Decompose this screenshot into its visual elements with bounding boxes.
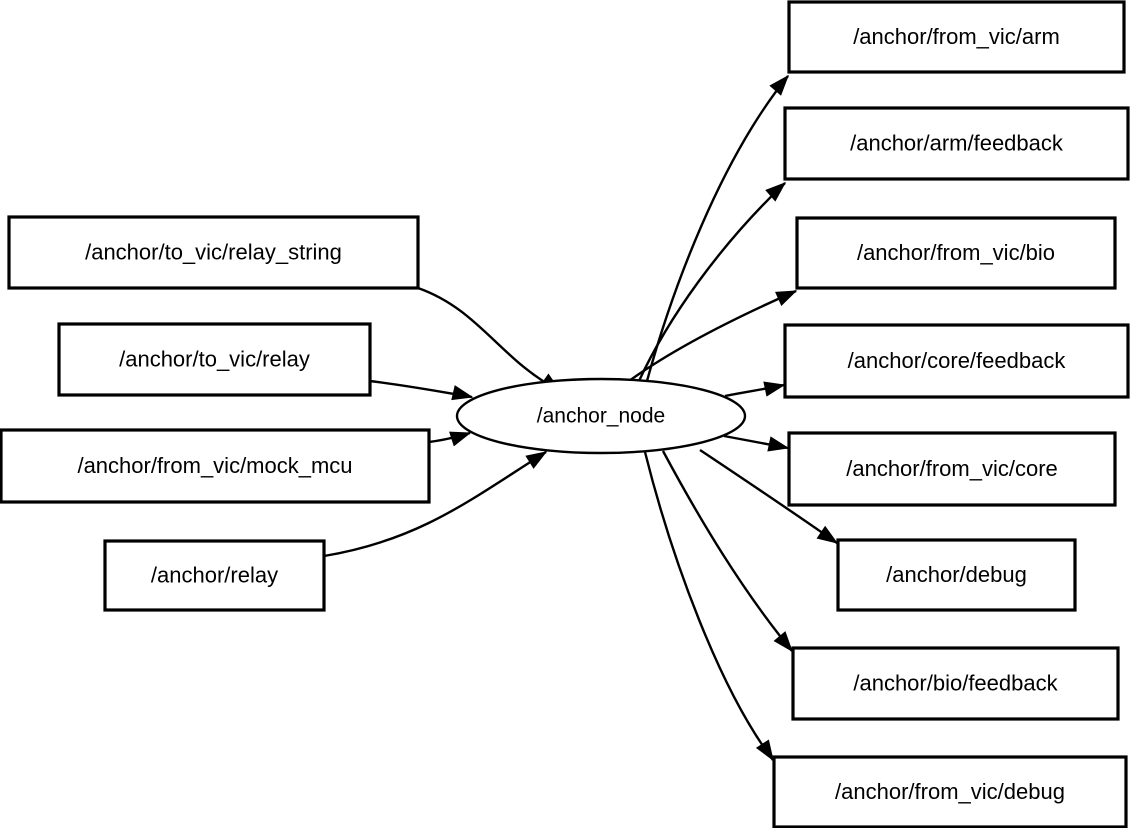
edge-center-to-bio-feedback bbox=[661, 450, 793, 652]
node-from-vic-debug[interactable]: /anchor/from_vic/debug bbox=[772, 755, 1128, 828]
edges-layer bbox=[323, 74, 839, 762]
node-box-bio-feedback[interactable] bbox=[791, 646, 1120, 721]
node-label-anchor-node: /anchor_node bbox=[537, 405, 665, 428]
node-to-vic-relay[interactable]: /anchor/to_vic/relay bbox=[57, 322, 372, 397]
node-label-from-vic-mock-mcu: /anchor/from_vic/mock_mcu bbox=[77, 453, 352, 478]
edge-center-to-from-vic-bio-arrowhead bbox=[775, 290, 798, 306]
edge-center-to-debug bbox=[699, 449, 838, 544]
node-from-vic-mock-mcu[interactable]: /anchor/from_vic/mock_mcu bbox=[0, 428, 431, 504]
edge-relay-to-center bbox=[323, 450, 547, 558]
edge-center-to-from-vic-debug-arrowhead bbox=[755, 739, 774, 762]
edge-center-to-bio-feedback-arrowhead bbox=[773, 631, 793, 653]
node-box-from-vic-debug[interactable] bbox=[772, 755, 1128, 828]
edge-center-to-from-vic-debug bbox=[643, 451, 774, 761]
node-box-core-feedback[interactable] bbox=[783, 323, 1130, 399]
node-debug[interactable]: /anchor/debug bbox=[836, 538, 1077, 612]
node-label-bio-feedback: /anchor/bio/feedback bbox=[853, 670, 1058, 695]
node-label-relay: /anchor/relay bbox=[151, 562, 278, 587]
node-box-to-vic-relay-string[interactable] bbox=[7, 215, 420, 290]
node-box-arm-feedback[interactable] bbox=[783, 106, 1130, 181]
edge-from-vic-mock-mcu-to-center-arrowhead bbox=[449, 431, 472, 447]
edge-center-to-arm-feedback bbox=[637, 182, 786, 382]
node-label-arm-feedback: /anchor/arm/feedback bbox=[850, 130, 1064, 155]
node-ellipse-anchor-node[interactable] bbox=[455, 377, 747, 455]
edge-center-to-from-vic-arm bbox=[645, 75, 789, 382]
node-box-debug[interactable] bbox=[836, 538, 1077, 612]
edge-center-to-core-feedback-arrowhead bbox=[763, 381, 786, 397]
node-label-from-vic-core: /anchor/from_vic/core bbox=[846, 456, 1058, 481]
node-from-vic-arm[interactable]: /anchor/from_vic/arm bbox=[787, 0, 1126, 74]
edge-center-to-from-vic-bio bbox=[628, 289, 797, 382]
edge-center-to-from-vic-core-arrowhead bbox=[767, 436, 790, 452]
node-box-to-vic-relay[interactable] bbox=[57, 322, 372, 397]
node-box-relay[interactable] bbox=[103, 539, 326, 612]
node-label-from-vic-debug: /anchor/from_vic/debug bbox=[835, 779, 1065, 804]
node-label-to-vic-relay-string: /anchor/to_vic/relay_string bbox=[85, 239, 342, 264]
edge-center-to-arm-feedback-arrowhead bbox=[765, 182, 787, 202]
node-label-to-vic-relay: /anchor/to_vic/relay bbox=[119, 346, 310, 371]
node-arm-feedback[interactable]: /anchor/arm/feedback bbox=[783, 106, 1130, 181]
node-core-feedback[interactable]: /anchor/core/feedback bbox=[783, 323, 1130, 399]
node-from-vic-core[interactable]: /anchor/from_vic/core bbox=[787, 431, 1117, 507]
node-label-core-feedback: /anchor/core/feedback bbox=[848, 348, 1067, 373]
node-from-vic-bio[interactable]: /anchor/from_vic/bio bbox=[795, 216, 1117, 290]
node-box-from-vic-bio[interactable] bbox=[795, 216, 1117, 290]
node-box-from-vic-core[interactable] bbox=[787, 431, 1117, 507]
node-box-from-vic-arm[interactable] bbox=[787, 0, 1126, 74]
edge-to-vic-relay-to-center-arrowhead bbox=[451, 385, 474, 401]
node-anchor-node[interactable]: /anchor_node bbox=[455, 377, 747, 455]
node-label-debug: /anchor/debug bbox=[886, 562, 1027, 587]
edge-center-to-from-vic-arm-arrowhead bbox=[769, 74, 789, 96]
node-label-from-vic-arm: /anchor/from_vic/arm bbox=[853, 24, 1060, 49]
node-label-from-vic-bio: /anchor/from_vic/bio bbox=[857, 240, 1055, 265]
edge-center-to-debug-arrowhead bbox=[816, 525, 839, 544]
node-to-vic-relay-string[interactable]: /anchor/to_vic/relay_string bbox=[7, 215, 420, 290]
edge-relay-to-center-arrowhead bbox=[525, 451, 548, 469]
edge-to-vic-relay-string-to-center bbox=[417, 286, 561, 393]
node-relay[interactable]: /anchor/relay bbox=[103, 539, 326, 612]
node-box-from-vic-mock-mcu[interactable] bbox=[0, 428, 431, 504]
node-bio-feedback[interactable]: /anchor/bio/feedback bbox=[791, 646, 1120, 721]
